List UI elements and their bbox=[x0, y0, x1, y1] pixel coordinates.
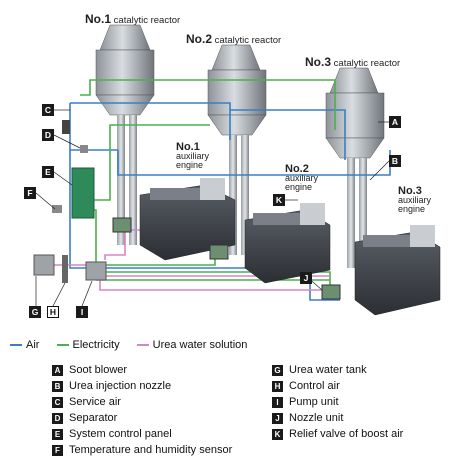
badge-f: F bbox=[24, 187, 36, 199]
legend-key-a: A bbox=[52, 364, 63, 376]
separator-shape bbox=[80, 145, 88, 153]
legend-label-h: Control air bbox=[289, 380, 340, 393]
legend-label-f: Temperature and humidity sensor bbox=[69, 444, 233, 457]
legend-item-d: D Separator bbox=[52, 410, 232, 426]
engine-3-line1: auxiliary bbox=[398, 195, 432, 205]
legend-label-d: Separator bbox=[69, 412, 118, 425]
catalytic-reactor-2 bbox=[207, 44, 267, 255]
legend-label-j: Nozzle unit bbox=[289, 412, 344, 425]
component-legend-left: A Soot blower B Urea injection nozzle C Ser… bbox=[52, 362, 232, 458]
legend-key-i: I bbox=[272, 396, 283, 408]
legend-key-f: F bbox=[52, 444, 63, 456]
catalytic-reactor-1 bbox=[95, 24, 155, 245]
badge-b: B bbox=[389, 155, 401, 167]
legend-key-c: C bbox=[52, 396, 63, 408]
legend-urea: Urea water solution bbox=[136, 339, 248, 352]
legend-label-b: Urea injection nozzle bbox=[69, 380, 172, 393]
legend-label-k: Relief valve of boost air bbox=[289, 428, 404, 441]
pump-unit-shape bbox=[85, 261, 107, 281]
service-air-shape bbox=[62, 120, 70, 134]
urea-swatch bbox=[136, 344, 149, 347]
legend-key-k: K bbox=[272, 428, 283, 440]
legend-item-b: B Urea injection nozzle bbox=[52, 378, 232, 394]
legend-item-k: K Relief valve of boost air bbox=[272, 426, 403, 442]
legend-label-e: System control panel bbox=[69, 428, 172, 441]
legend-air: Air bbox=[10, 339, 39, 351]
badge-d: D bbox=[42, 129, 54, 141]
legend-label-i: Pump unit bbox=[289, 396, 339, 409]
badge-e: E bbox=[42, 166, 54, 178]
reactor-3-label: No.3 catalytic reactor bbox=[305, 55, 400, 69]
legend-label-c: Service air bbox=[69, 396, 121, 409]
control-panel-shape bbox=[71, 167, 95, 219]
electricity-swatch bbox=[56, 344, 69, 347]
legend-key-g: G bbox=[272, 364, 283, 376]
engine-3-line2: engine bbox=[398, 204, 426, 214]
line-type-legend: Air Electricity Urea water solution bbox=[10, 339, 261, 353]
engine-3-number: No.3 bbox=[398, 185, 422, 197]
legend-item-h: H Control air bbox=[272, 378, 403, 394]
nozzle-unit-2-shape bbox=[209, 244, 229, 260]
legend-item-a: A Soot blower bbox=[52, 362, 232, 378]
auxiliary-engine-3 bbox=[354, 225, 441, 316]
reactor-3-number: No.3 bbox=[305, 55, 332, 69]
nozzle-unit-3-shape bbox=[321, 284, 341, 300]
electricity-lines bbox=[80, 79, 336, 295]
legend-key-d: D bbox=[52, 412, 63, 424]
legend-item-f: F Temperature and humidity sensor bbox=[52, 442, 232, 458]
auxiliary-engine-2 bbox=[244, 203, 331, 284]
reactor-1-text: catalytic reactor bbox=[113, 15, 181, 26]
diagram-illustration bbox=[33, 24, 441, 316]
legend-item-e: E System control panel bbox=[52, 426, 232, 442]
legend-electricity-label: Electricity bbox=[72, 339, 120, 352]
reactor-2-text: catalytic reactor bbox=[214, 35, 282, 46]
legend-key-j: J bbox=[272, 412, 283, 424]
reactor-2-number: No.2 bbox=[186, 32, 213, 46]
control-air-shape bbox=[62, 255, 68, 283]
badge-a: A bbox=[389, 116, 401, 128]
legend-item-i: I Pump unit bbox=[272, 394, 403, 410]
badge-k: K bbox=[273, 194, 285, 206]
reactor-1-label: No.1 catalytic reactor bbox=[85, 12, 180, 26]
legend-item-c: C Service air bbox=[52, 394, 232, 410]
legend-key-h: H bbox=[272, 380, 283, 392]
legend-key-e: E bbox=[52, 428, 63, 440]
legend-electricity: Electricity bbox=[56, 339, 120, 352]
badge-i: I bbox=[76, 306, 88, 318]
legend-item-g: G Urea water tank bbox=[272, 362, 403, 378]
engine-1-line2: engine bbox=[176, 160, 204, 170]
badge-g: G bbox=[29, 306, 41, 318]
badge-j: J bbox=[300, 272, 312, 284]
engine-2-number: No.2 bbox=[285, 163, 309, 175]
component-legend-right: G Urea water tank H Control air I Pump unit… bbox=[272, 362, 403, 442]
reactor-2-label: No.2 catalytic reactor bbox=[186, 32, 281, 46]
legend-key-b: B bbox=[52, 380, 63, 392]
sensor-shape bbox=[52, 205, 62, 213]
legend-item-j: J Nozzle unit bbox=[272, 410, 403, 426]
badge-c: C bbox=[42, 104, 54, 116]
legend-label-a: Soot blower bbox=[69, 364, 128, 377]
auxiliary-engine-1 bbox=[139, 178, 236, 261]
legend-urea-label: Urea water solution bbox=[152, 339, 248, 352]
catalytic-reactor-3 bbox=[325, 67, 385, 268]
engine-2-line2: engine bbox=[285, 182, 313, 192]
engine-1-number: No.1 bbox=[176, 141, 200, 153]
reactor-3-text: catalytic reactor bbox=[333, 58, 401, 69]
scr-system-diagram: No.1 catalytic reactor No.2 catalytic re… bbox=[24, 12, 441, 318]
badge-h: H bbox=[47, 306, 59, 318]
air-swatch bbox=[10, 344, 22, 347]
nozzle-unit-1-shape bbox=[112, 217, 132, 233]
leader-lines bbox=[35, 109, 390, 307]
reactor-1-number: No.1 bbox=[85, 12, 112, 26]
engine-1-line1: auxiliary bbox=[176, 151, 210, 161]
legend-label-g: Urea water tank bbox=[289, 364, 367, 377]
legend-air-label: Air bbox=[26, 339, 40, 352]
urea-tank-shape bbox=[33, 254, 55, 276]
engine-2-line1: auxiliary bbox=[285, 173, 319, 183]
